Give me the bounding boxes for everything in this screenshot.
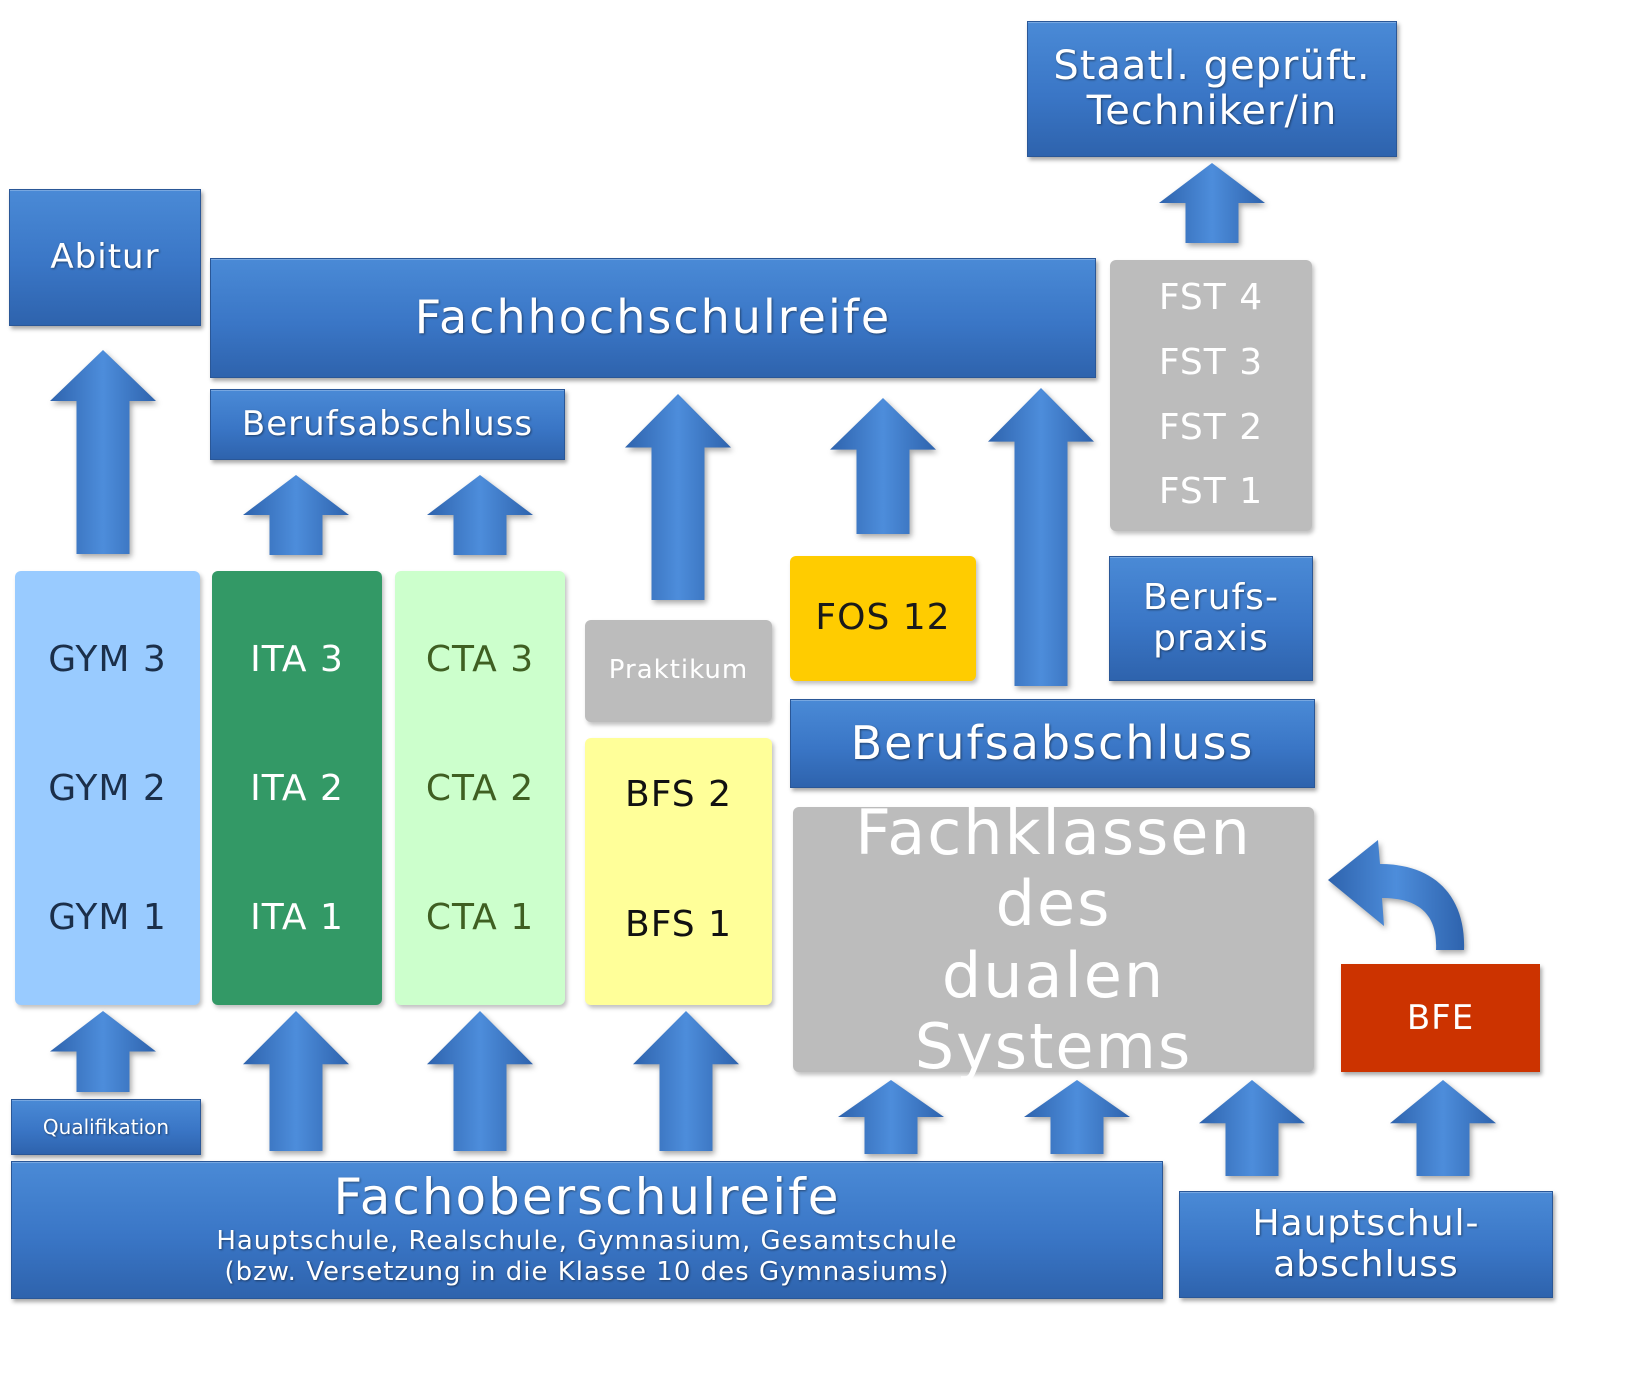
arrow-up-icon (1024, 1080, 1130, 1154)
curved-arrow-icon (1328, 840, 1468, 952)
techniker-box: Staatl. geprüft. Techniker/in (1027, 21, 1397, 157)
ita-1-label: ITA 1 (250, 897, 344, 938)
fachoberschulreife-box: Fachoberschulreife Hauptschule, Realschu… (11, 1161, 1163, 1299)
ita-column: ITA 3 ITA 2 ITA 1 (212, 571, 382, 1005)
gym-3-label: GYM 3 (48, 639, 167, 680)
techniker-label: Staatl. geprüft. Techniker/in (1053, 43, 1371, 134)
arrow-up-icon (50, 1011, 156, 1092)
ita-2-label: ITA 2 (250, 768, 344, 809)
bfe-label: BFE (1406, 997, 1475, 1038)
praktikum-box: Praktikum (585, 620, 772, 722)
fst-3-label: FST 3 (1158, 342, 1264, 383)
arrow-up-icon (50, 350, 156, 554)
arrow-up-icon (427, 1011, 533, 1151)
berufsabschluss-right-box: Berufsabschluss (790, 699, 1315, 788)
gym-1-label: GYM 1 (48, 897, 167, 938)
abitur-box: Abitur (9, 189, 201, 326)
cta-3-label: CTA 3 (425, 639, 535, 680)
fst-box: FST 4 FST 3 FST 2 FST 1 (1110, 260, 1312, 531)
berufsabschluss-left-box: Berufsabschluss (210, 389, 565, 460)
bfs-column: BFS 2 BFS 1 (585, 738, 772, 1005)
arrow-up-icon (838, 1080, 944, 1154)
fachoberschulreife-subtitle-1: Hauptschule, Realschule, Gymnasium, Gesa… (216, 1225, 958, 1256)
arrow-up-icon (988, 388, 1094, 686)
cta-2-label: CTA 2 (425, 768, 535, 809)
fachklassen-box: Fachklassen des dualen Systems (793, 797, 1314, 1082)
berufspraxis-box: Berufs- praxis (1109, 556, 1313, 681)
hauptschulabschluss-box: Hauptschul- abschluss (1179, 1191, 1553, 1298)
cta-column: CTA 3 CTA 2 CTA 1 (395, 571, 565, 1005)
arrow-up-icon (633, 1011, 739, 1151)
arrow-up-icon (1199, 1080, 1305, 1176)
arrow-up-icon (243, 475, 349, 555)
fachoberschulreife-title: Fachoberschulreife (333, 1167, 841, 1226)
fos12-box: FOS 12 (790, 556, 976, 681)
bfs-2-label: BFS 2 (625, 774, 732, 815)
qualifikation-label: Qualifikation (42, 1114, 170, 1139)
ita-3-label: ITA 3 (250, 639, 344, 680)
berufsabschluss-left-label: Berufsabschluss (241, 404, 534, 445)
arrow-up-icon (625, 394, 731, 600)
bfs-1-label: BFS 1 (625, 904, 732, 945)
gym-column: GYM 3 GYM 2 GYM 1 (15, 571, 200, 1005)
qualifikation-box: Qualifikation (11, 1099, 201, 1155)
arrow-up-icon (243, 1011, 349, 1151)
hauptschulabschluss-label: Hauptschul- abschluss (1252, 1203, 1480, 1285)
fachoberschulreife-subtitle-2: (bzw. Versetzung in die Klasse 10 des Gy… (224, 1257, 950, 1287)
bfe-box: BFE (1341, 964, 1540, 1072)
arrow-up-icon (1159, 163, 1265, 243)
arrow-up-icon (830, 398, 936, 534)
fachklassen-label: Fachklassen des dualen Systems (855, 795, 1252, 1083)
fst-4-label: FST 4 (1158, 277, 1264, 318)
cta-1-label: CTA 1 (425, 897, 535, 938)
arrow-up-icon (1390, 1080, 1496, 1176)
arrow-up-icon (427, 475, 533, 555)
gym-2-label: GYM 2 (48, 768, 167, 809)
berufspraxis-label: Berufs- praxis (1143, 577, 1279, 659)
abitur-label: Abitur (50, 237, 160, 278)
fachhochschulreife-box: Fachhochschulreife (210, 258, 1096, 378)
berufsabschluss-right-label: Berufsabschluss (850, 715, 1255, 770)
praktikum-label: Praktikum (608, 655, 749, 686)
fst-1-label: FST 1 (1158, 471, 1264, 512)
fst-2-label: FST 2 (1158, 407, 1264, 448)
fos12-label: FOS 12 (815, 597, 951, 639)
fachhochschulreife-label: Fachhochschulreife (414, 290, 892, 345)
